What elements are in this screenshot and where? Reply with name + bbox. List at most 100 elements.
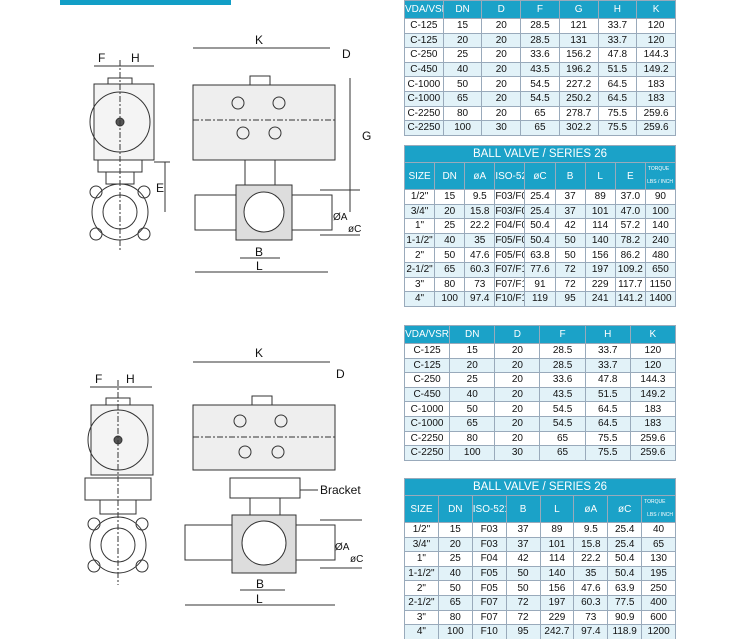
table-cell: 101 (584, 203, 616, 220)
table-cell: 100 (449, 445, 496, 461)
table-cell: 54.5 (539, 415, 586, 432)
table-cell: 28.5 (539, 357, 586, 374)
table-cell: 302.2 (558, 120, 599, 136)
table-cell: C-1000 (404, 76, 444, 92)
table-cell: F07/F10 (494, 276, 526, 293)
column-header: K (636, 0, 676, 19)
table-cell: 47.6 (573, 580, 609, 596)
column-header: B (554, 162, 586, 190)
table-cell: 118.9 (607, 624, 643, 639)
table-cell: 37 (505, 536, 541, 553)
valve-drawings: K F H D G E ØA øC B L K F H D Bracket ØA… (84, 33, 371, 606)
column-header: L (584, 162, 616, 190)
table-cell: 100 (437, 624, 473, 639)
ball-valve-table-2: BALL VALVE / SERIES 26SIZEDNISO-5211BLøA… (404, 478, 676, 639)
table-cell: 37 (554, 189, 586, 205)
table-cell: 28.5 (520, 32, 560, 49)
table-cell: 15 (442, 18, 483, 34)
dim-label-h: H (126, 372, 135, 386)
table-cell: 100 (434, 291, 466, 307)
column-header: SIZE (404, 495, 439, 523)
table-cell: 25.4 (607, 522, 643, 538)
column-header: F (520, 0, 560, 19)
table-cell: C-250 (403, 372, 451, 388)
table-cell: 60.3 (464, 261, 496, 278)
table-cell: 78.2 (614, 232, 646, 249)
table-cell: 60.3 (573, 594, 609, 611)
table-cell: 64.5 (584, 401, 631, 417)
table-cell: 183 (636, 76, 676, 92)
column-header: D (481, 0, 522, 19)
table-cell: 42 (505, 551, 541, 567)
table-cell: 75.5 (597, 120, 638, 136)
dim-label-f: F (95, 372, 102, 386)
table-cell: 80 (442, 105, 483, 122)
table-cell: 2" (403, 247, 436, 263)
table-cell: 47.8 (597, 47, 638, 63)
table-cell: 15 (449, 343, 496, 359)
table-cell: F03 (471, 536, 507, 553)
table-cell: 15 (434, 189, 466, 205)
column-header: DN (449, 325, 496, 344)
table-cell: 9.5 (573, 522, 609, 538)
table-cell: F05/F07 (494, 247, 526, 263)
table-cell: 250 (641, 580, 676, 596)
actuator-dimensions-table-1: VDA/VSRDNDFGHKC-125152028.512133.7120C-1… (404, 0, 676, 136)
column-header: SIZE (403, 162, 436, 190)
table-cell: 1400 (644, 291, 677, 307)
table-cell: 73 (464, 276, 496, 293)
table-cell: 50 (434, 247, 466, 263)
table-cell: 51.5 (597, 61, 638, 78)
table-cell: 600 (641, 609, 676, 626)
table-cell: 183 (629, 401, 677, 417)
table-cell: 117.7 (614, 276, 646, 293)
table-cell: 33.7 (584, 343, 631, 359)
table-cell: 259.6 (629, 445, 677, 461)
column-header: F (539, 325, 586, 344)
table-cell: 77.5 (607, 594, 643, 611)
table-cell: 50 (554, 247, 586, 263)
table-cell: F04 (471, 551, 507, 567)
table-cell: 144.3 (629, 372, 677, 388)
table-cell: 3" (404, 609, 439, 626)
table-cell: F03/F04 (494, 189, 526, 205)
table-cell: 63.8 (524, 247, 556, 263)
table-title-row: BALL VALVE / SERIES 26 (404, 478, 676, 496)
column-header: VDA/VSR (404, 0, 444, 19)
table-cell: 40 (641, 522, 676, 538)
table-cell: 140 (584, 232, 616, 249)
table-cell: 50.4 (524, 218, 556, 234)
table-cell: 20 (449, 357, 496, 374)
side-view-1 (89, 60, 170, 250)
table-cell: 63.9 (607, 580, 643, 596)
table-cell: 43.5 (539, 386, 586, 403)
table-cell: 1150 (644, 276, 677, 293)
table-cell: 2-1/2" (404, 594, 439, 611)
table-cell: F10/F12 (494, 291, 526, 307)
table-cell: 120 (636, 18, 676, 34)
column-header: DN (437, 495, 473, 523)
bracket-label: Bracket (320, 483, 361, 497)
table-cell: 144.3 (636, 47, 676, 63)
dim-label-f: F (98, 51, 105, 65)
table-cell: 25.4 (524, 189, 556, 205)
table-cell: 75.5 (584, 445, 631, 461)
table-cell: 20 (481, 47, 522, 63)
table-cell: 15.8 (464, 203, 496, 220)
table-cell: 480 (644, 247, 677, 263)
table-cell: 89 (539, 522, 575, 538)
